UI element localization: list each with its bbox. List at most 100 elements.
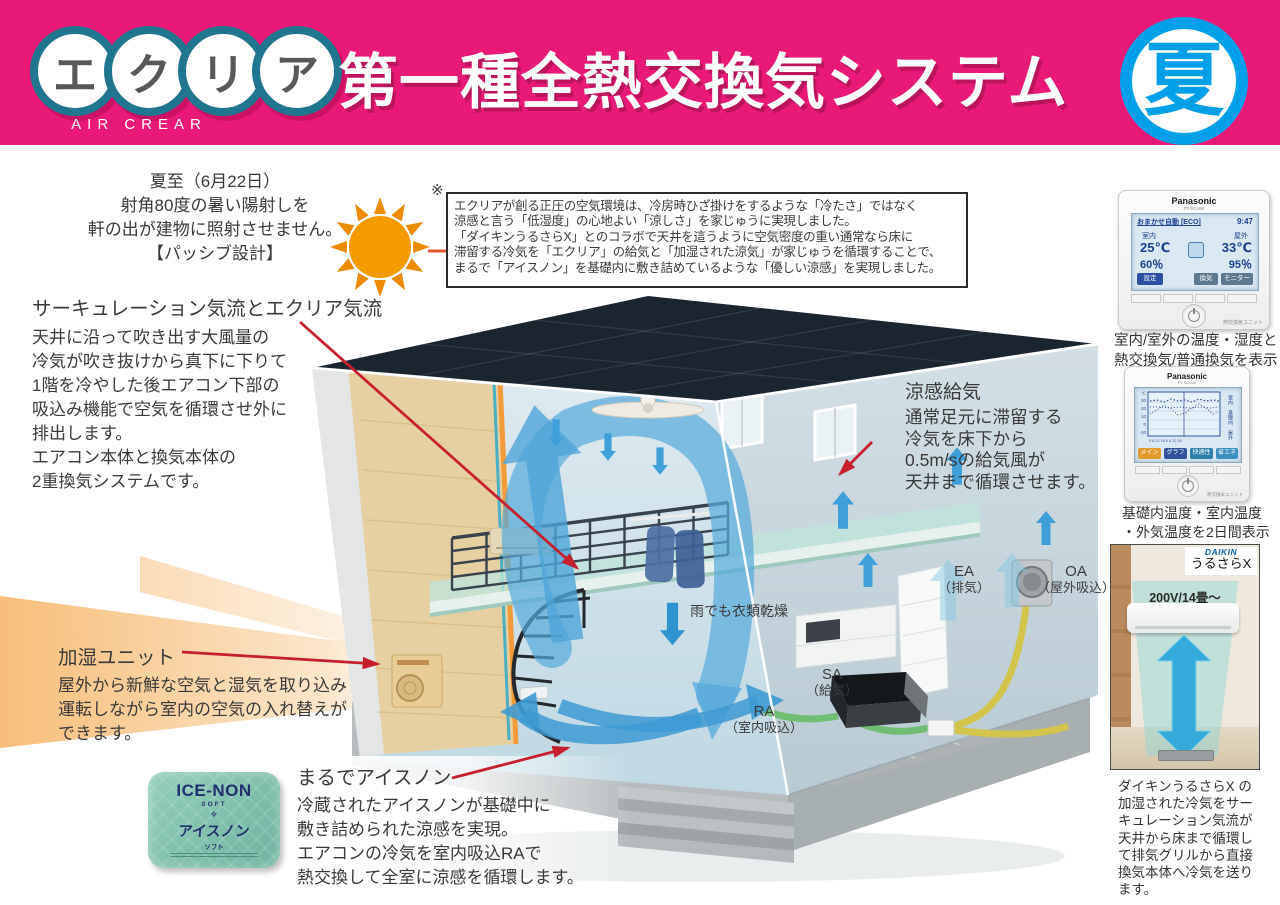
daikin-logo: DAIKIN うるさらX [1185,547,1257,575]
white-fade [270,756,630,905]
power-button[interactable] [1177,475,1199,497]
logo-char: リ [201,51,245,100]
divider [170,856,258,857]
label-laundry: 雨でも衣類乾燥 [690,603,788,619]
label-text: （室内吸込） [724,720,803,735]
axis-tick: 20 [1141,406,1147,411]
text-line: 通常足元に滞留する [905,407,1063,427]
text-line: エクリアが創る正圧の空気環境は、冷房時ひざ掛けをするような「冷たさ」ではなく [454,199,918,213]
wood-wall [1111,545,1131,769]
daikin-aircon-photo: 200V/14畳〜 DAIKIN うるさらX [1110,544,1260,770]
legend-entry: 基礎内 [1227,409,1233,426]
entrance-steps [618,786,794,863]
outdoor-label: 屋外 [1234,233,1248,240]
hardware-button[interactable] [1216,466,1241,474]
circulation-airflow [500,396,784,745]
sun-icon [330,197,430,297]
summer-badge-label: 夏 [1144,36,1224,125]
screen-mode: おまかせ自動 [ECO] [1137,219,1201,226]
kitchen-counter [795,604,897,669]
cut-plane-edges [311,342,1099,796]
cool-supply-block: 涼感給気 通常足元に滞留する 冷気を床下から 0.5m/sの給気風が 天井まで循… [905,377,1096,493]
text-line: ・外気温度を2日間表示 [1122,524,1270,540]
text-line: 冷蔵されたアイスノンが基礎中に [297,796,551,815]
text-line: 敷き詰められた涼感を実現。 [297,820,518,839]
screen-button[interactable]: メイン [1138,448,1161,459]
label-text: （給気） [805,683,858,698]
hardware-button[interactable] [1162,466,1187,474]
text-line: 熱交換気/普通換気を表示 [1114,352,1278,369]
text-line: 滞留する冷気を「エクリア」の給気と「加湿された涼気」が家じゅうを循環することで、 [454,245,942,260]
unit-label: 熱交換気ユニット [1207,492,1243,497]
logo-char: ア [275,51,319,100]
logo-char-circle: ア [252,26,342,116]
hardware-button[interactable] [1189,466,1214,474]
legend-entry: 屋外 [1227,430,1233,441]
text-line: 0.5m/sの給気風が [905,450,1046,470]
icenon-pack-sub: SOFT [201,801,227,808]
passive-design-note: 夏至（6月22日） 射角80度の暑い陽射しを 軒の出が建物に照射させません。 【… [30,170,400,266]
text-line: 【パッシブ設計】 [147,244,283,263]
label-sa: SA （給気） [800,666,864,698]
controller-screen: ℃ 30 20 10 0 -10 0 6 12 18 0 6 12 18 室内 … [1134,387,1242,463]
text-line: 加湿された冷気をサー [1118,796,1253,812]
screen-button[interactable]: モニター [1221,273,1253,285]
text-line: 基礎内温度・室内温度 [1122,505,1262,521]
hardware-button[interactable] [1195,294,1225,303]
power-icon [1188,308,1200,322]
brand-label: Panasonic [1166,372,1207,381]
controller-2-caption: 基礎内温度・室内温度 ・外気温度を2日間表示 [1122,504,1270,542]
humidifier-unit [391,654,443,708]
power-button[interactable] [1182,304,1206,328]
text-line: 運転しながら室内の空気の入れ替えが [58,700,347,719]
axis-tick: ℃ [1141,391,1146,396]
ceiling-fan [591,370,705,419]
screen-button[interactable]: 快適性 [1190,448,1213,459]
cool-supply-heading: 涼感給気 [905,382,982,403]
icenon-heading: まるでアイスノン [297,767,452,789]
heat-exchange-unit [756,605,1070,738]
screen-button[interactable]: 設定 [1137,273,1163,285]
note-marker: ※ [431,182,444,199]
indoor-humidity: 60％ [1140,259,1164,271]
text-line: エアコン本体と換気本体の [32,448,236,467]
floor-grille-photo [1158,750,1214,761]
screen-button[interactable]: 省エネ [1216,448,1238,459]
text-line: エアコンの冷気を室内吸込RAで [297,844,542,863]
text-line: 天井まで循環させます。 [905,471,1096,492]
hardware-button[interactable] [1163,294,1193,303]
summer-badge: 夏 [1120,17,1248,145]
logo-char: ク [127,51,171,100]
humidifier-heading: 加湿ユニット [58,647,176,669]
circulation-heading: サーキュレーション気流とエクリア気流 [32,298,383,320]
divider [170,853,258,854]
label-text: （屋外吸込） [1036,580,1115,595]
header-banner: エ ク リ ア AIR CREAR 第一種全熱交換気システム 夏 [0,0,1280,145]
icenon-pack-image: ICE-NON SOFT ❖ アイスノン ソフト [148,772,280,868]
label-text: OA [1065,563,1087,580]
text-line: ます。 [1118,882,1158,898]
icenon-pack-sub-jp: ソフト [204,844,224,851]
indoor-temp: 25℃ [1140,240,1171,255]
text-line: できます。 [58,724,142,743]
hardware-button[interactable] [1131,294,1161,303]
icenon-pack-name-jp: アイスノン [177,824,251,840]
text-line: て排気グリルから直接 [1118,847,1253,863]
hardware-button[interactable] [1135,466,1160,474]
annotation-arrows [181,249,873,780]
screen-button[interactable]: グラフ [1164,448,1187,459]
text-line: 2重換気システムです。 [32,472,210,491]
temperature-graph: ℃ 30 20 10 0 -10 0 6 12 18 0 6 12 18 室内 … [1139,391,1233,443]
hardware-button[interactable] [1227,294,1257,303]
brand-label: Panasonic [1171,196,1217,206]
text-line: キュレーション気流が [1118,813,1253,829]
text-line: 換気本体へ冷気を送り [1118,865,1253,881]
aircrear-logo: エ ク リ ア [30,26,342,116]
humidifier-block: 加湿ユニット 屋外から新鮮な空気と湿気を取り込み 運転しながら室内の空気の入れ替… [58,641,347,746]
text-line: 「ダイキンうるさらX」とのコラボで天井を這うように空気密度の重い通常なら床に [454,229,913,244]
label-ra: RA （室内吸込） [722,703,806,735]
exterior-wall-right [716,344,1098,796]
screen-button[interactable]: 換気 [1194,273,1218,285]
text-line: 涼感と言う「低湿度」の心地よい「涼しさ」を家じゅうに実現しました。 [454,214,857,229]
